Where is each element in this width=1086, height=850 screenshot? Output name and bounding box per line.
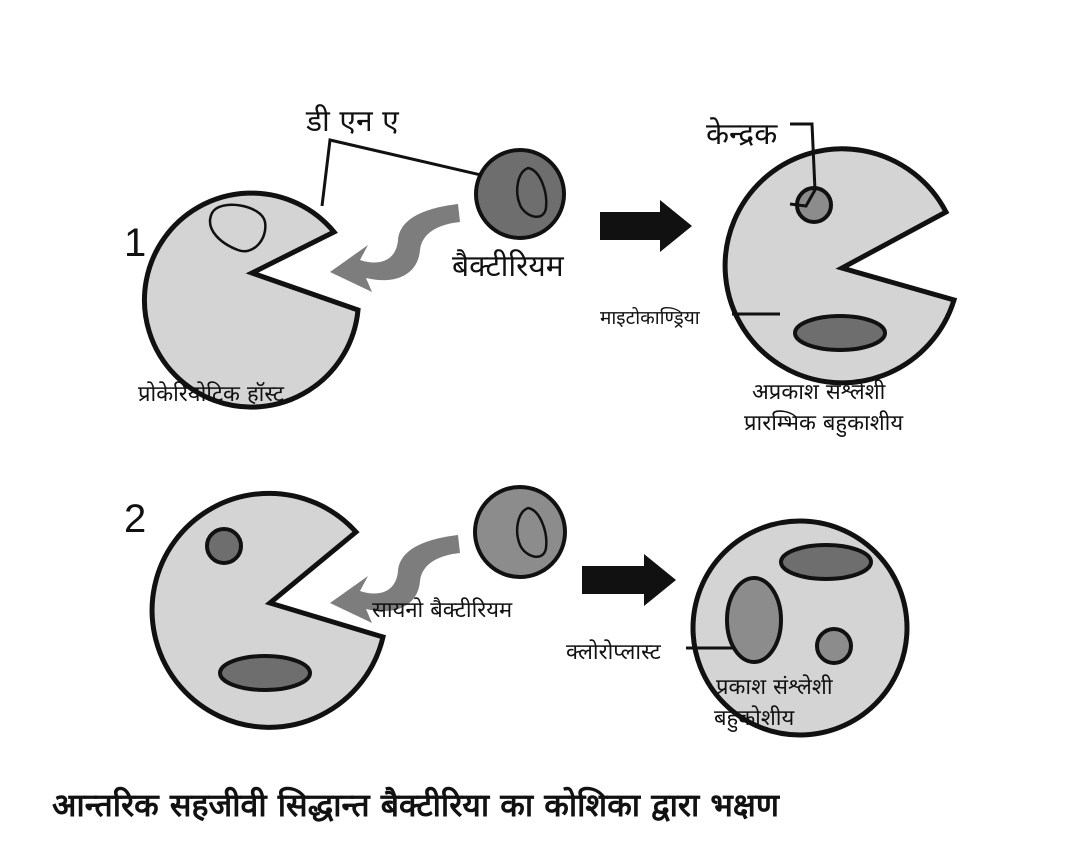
prokaryotic-host-cell — [141, 190, 361, 410]
mitochondrion — [793, 314, 887, 352]
host-label: प्रोकेरियोटिक हॉस्ट — [138, 381, 285, 407]
transition-arrow-1 — [600, 200, 692, 252]
nonphotosynthetic-eukaryote-cell — [722, 146, 958, 386]
nucleus-2 — [815, 627, 853, 665]
mitochondrion-2 — [779, 543, 873, 581]
cyanobacterium-label: सायनो बैक्टीरियम — [372, 597, 513, 623]
panel-2: 2 सायनो बैक्टीरियम क्लोरोप्लास्ट प्रकाश … — [124, 485, 910, 738]
cyanobacterium — [473, 485, 567, 579]
cyanobacterium-dna-loop — [516, 506, 548, 558]
result-1-line-1: अप्रकाश संश्लेशी — [752, 379, 886, 405]
result-1-line-2: प्रारम्भिक बहुकाशीय — [744, 410, 904, 437]
result-2-line-1: प्रकाश संश्लेशी — [716, 674, 833, 700]
engulf-arrow-2 — [330, 535, 460, 623]
panel-number-1: 1 — [124, 221, 146, 265]
host-mitochondrion — [218, 654, 312, 692]
chloroplast-label: क्लोरोप्लास्ट — [566, 639, 662, 665]
mitochondria-label: माइटोकाण्ड्रिया — [600, 306, 701, 329]
bacterium — [474, 148, 566, 240]
dna-label: डी एन ए — [305, 104, 400, 139]
bacterium-dna-loop — [516, 166, 548, 218]
panel-1: 1 डी एन ए बैक्टीरियम केन्द्रक माइटोकाण्ड… — [124, 104, 958, 437]
panel-number-2: 2 — [124, 497, 146, 541]
engulf-arrow-1 — [330, 204, 460, 292]
transition-arrow-2 — [582, 554, 676, 606]
diagram-caption: आन्तरिक सहजीवी सिद्धान्त बैक्टीरिया का क… — [52, 786, 781, 824]
dna-leader-line — [320, 138, 538, 207]
bacterium-label: बैक्टीरियम — [452, 249, 565, 284]
nucleus-leader-line — [789, 122, 817, 208]
host-nucleus — [205, 527, 243, 565]
nucleus-label: केन्द्रक — [706, 117, 778, 152]
host-dna-loop — [208, 203, 267, 253]
chloroplast — [725, 576, 783, 664]
result-2-line-2: बहुकोशीय — [714, 705, 795, 732]
